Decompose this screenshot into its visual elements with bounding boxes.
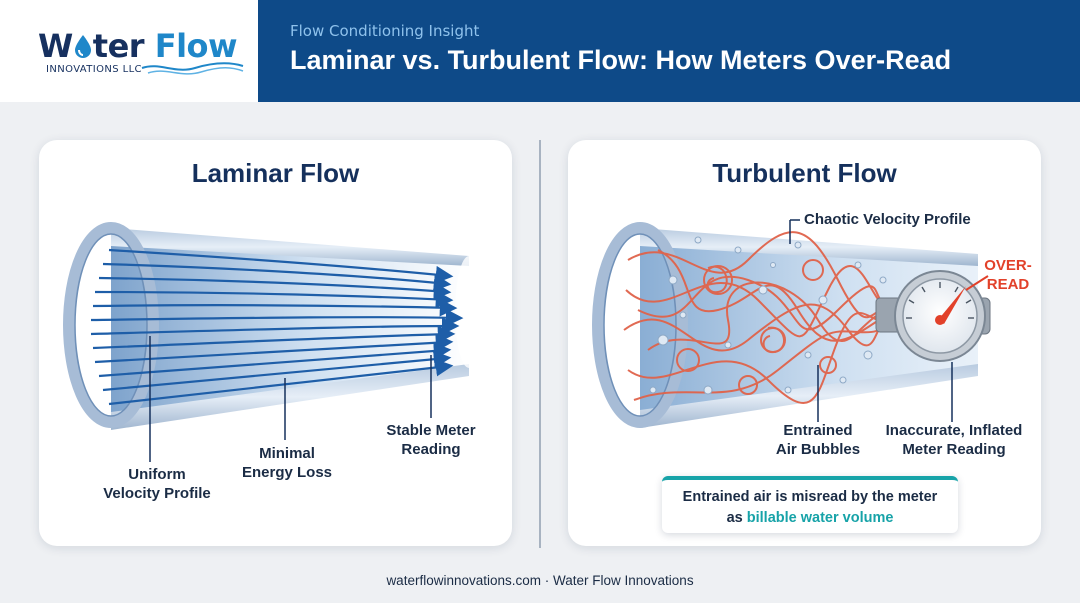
brand-name-w: W bbox=[38, 27, 73, 65]
label-chaotic-velocity: Chaotic Velocity Profile bbox=[804, 211, 971, 228]
brand-subtitle: INNOVATIONS LLC bbox=[46, 64, 142, 75]
label-minimal-energy: Minimal Energy Loss bbox=[232, 444, 342, 482]
label-stable-reading: Stable Meter Reading bbox=[374, 421, 488, 459]
entrained-air-note: Entrained air is misread by the meter as… bbox=[662, 476, 958, 533]
note-line2: as billable water volume bbox=[662, 508, 958, 529]
brand-name-ter: ter bbox=[92, 27, 145, 65]
wave-icon bbox=[141, 62, 244, 75]
flow-meter-icon bbox=[875, 270, 991, 362]
note-highlight: billable water volume bbox=[746, 510, 894, 526]
label-bubbles-line2: Air Bubbles bbox=[775, 441, 861, 458]
turbulent-title: Turbulent Flow bbox=[712, 158, 897, 188]
brand-name-flow: Flow bbox=[154, 27, 238, 65]
label-stable-line1: Stable Meter bbox=[386, 422, 476, 439]
label-energy-line1: Minimal bbox=[259, 445, 315, 462]
label-inaccurate-line1: Inaccurate, Inflated bbox=[885, 422, 1023, 439]
laminar-pipe-illustration bbox=[63, 222, 483, 462]
label-inaccurate-line2: Meter Reading bbox=[902, 441, 1006, 458]
laminar-panel: Laminar Flow Uniform Velocity Profile Mi… bbox=[39, 140, 512, 546]
label-uniform-line1: Uniform bbox=[128, 466, 186, 483]
air-bubbles bbox=[649, 236, 887, 395]
note-line1: Entrained air is misread by the meter bbox=[682, 489, 938, 505]
label-entrained-bubbles: Entrained Air Bubbles bbox=[760, 421, 876, 459]
footer-credit: waterflowinnovations.com · Water Flow In… bbox=[386, 573, 694, 588]
laminar-title: Laminar Flow bbox=[191, 158, 360, 188]
label-inaccurate-reading: Inaccurate, Inflated Meter Reading bbox=[874, 421, 1034, 459]
label-uniform-velocity: Uniform Velocity Profile bbox=[97, 465, 217, 503]
label-uniform-line2: Velocity Profile bbox=[103, 485, 211, 502]
label-stable-line2: Reading bbox=[401, 441, 461, 458]
header-kicker: Flow Conditioning Insight bbox=[290, 22, 480, 40]
label-energy-line2: Energy Loss bbox=[241, 464, 333, 481]
turbulent-pipe-illustration bbox=[592, 219, 991, 428]
panel-divider bbox=[539, 140, 541, 548]
turbulent-panel: Turbulent Flow Chaotic Velocity Profile … bbox=[568, 140, 1041, 546]
label-over-read: OVER- READ bbox=[978, 256, 1038, 294]
label-over-read-line1: OVER- bbox=[984, 257, 1032, 274]
header-band: Flow Conditioning Insight Laminar vs. Tu… bbox=[258, 0, 1080, 102]
label-bubbles-line1: Entrained bbox=[783, 422, 853, 439]
label-over-read-line2: READ bbox=[986, 276, 1030, 293]
water-drop-icon bbox=[73, 30, 93, 58]
note-line2-prefix: as bbox=[726, 510, 747, 526]
page-title: Laminar vs. Turbulent Flow: How Meters O… bbox=[290, 45, 952, 75]
laminar-streamlines bbox=[90, 248, 464, 406]
